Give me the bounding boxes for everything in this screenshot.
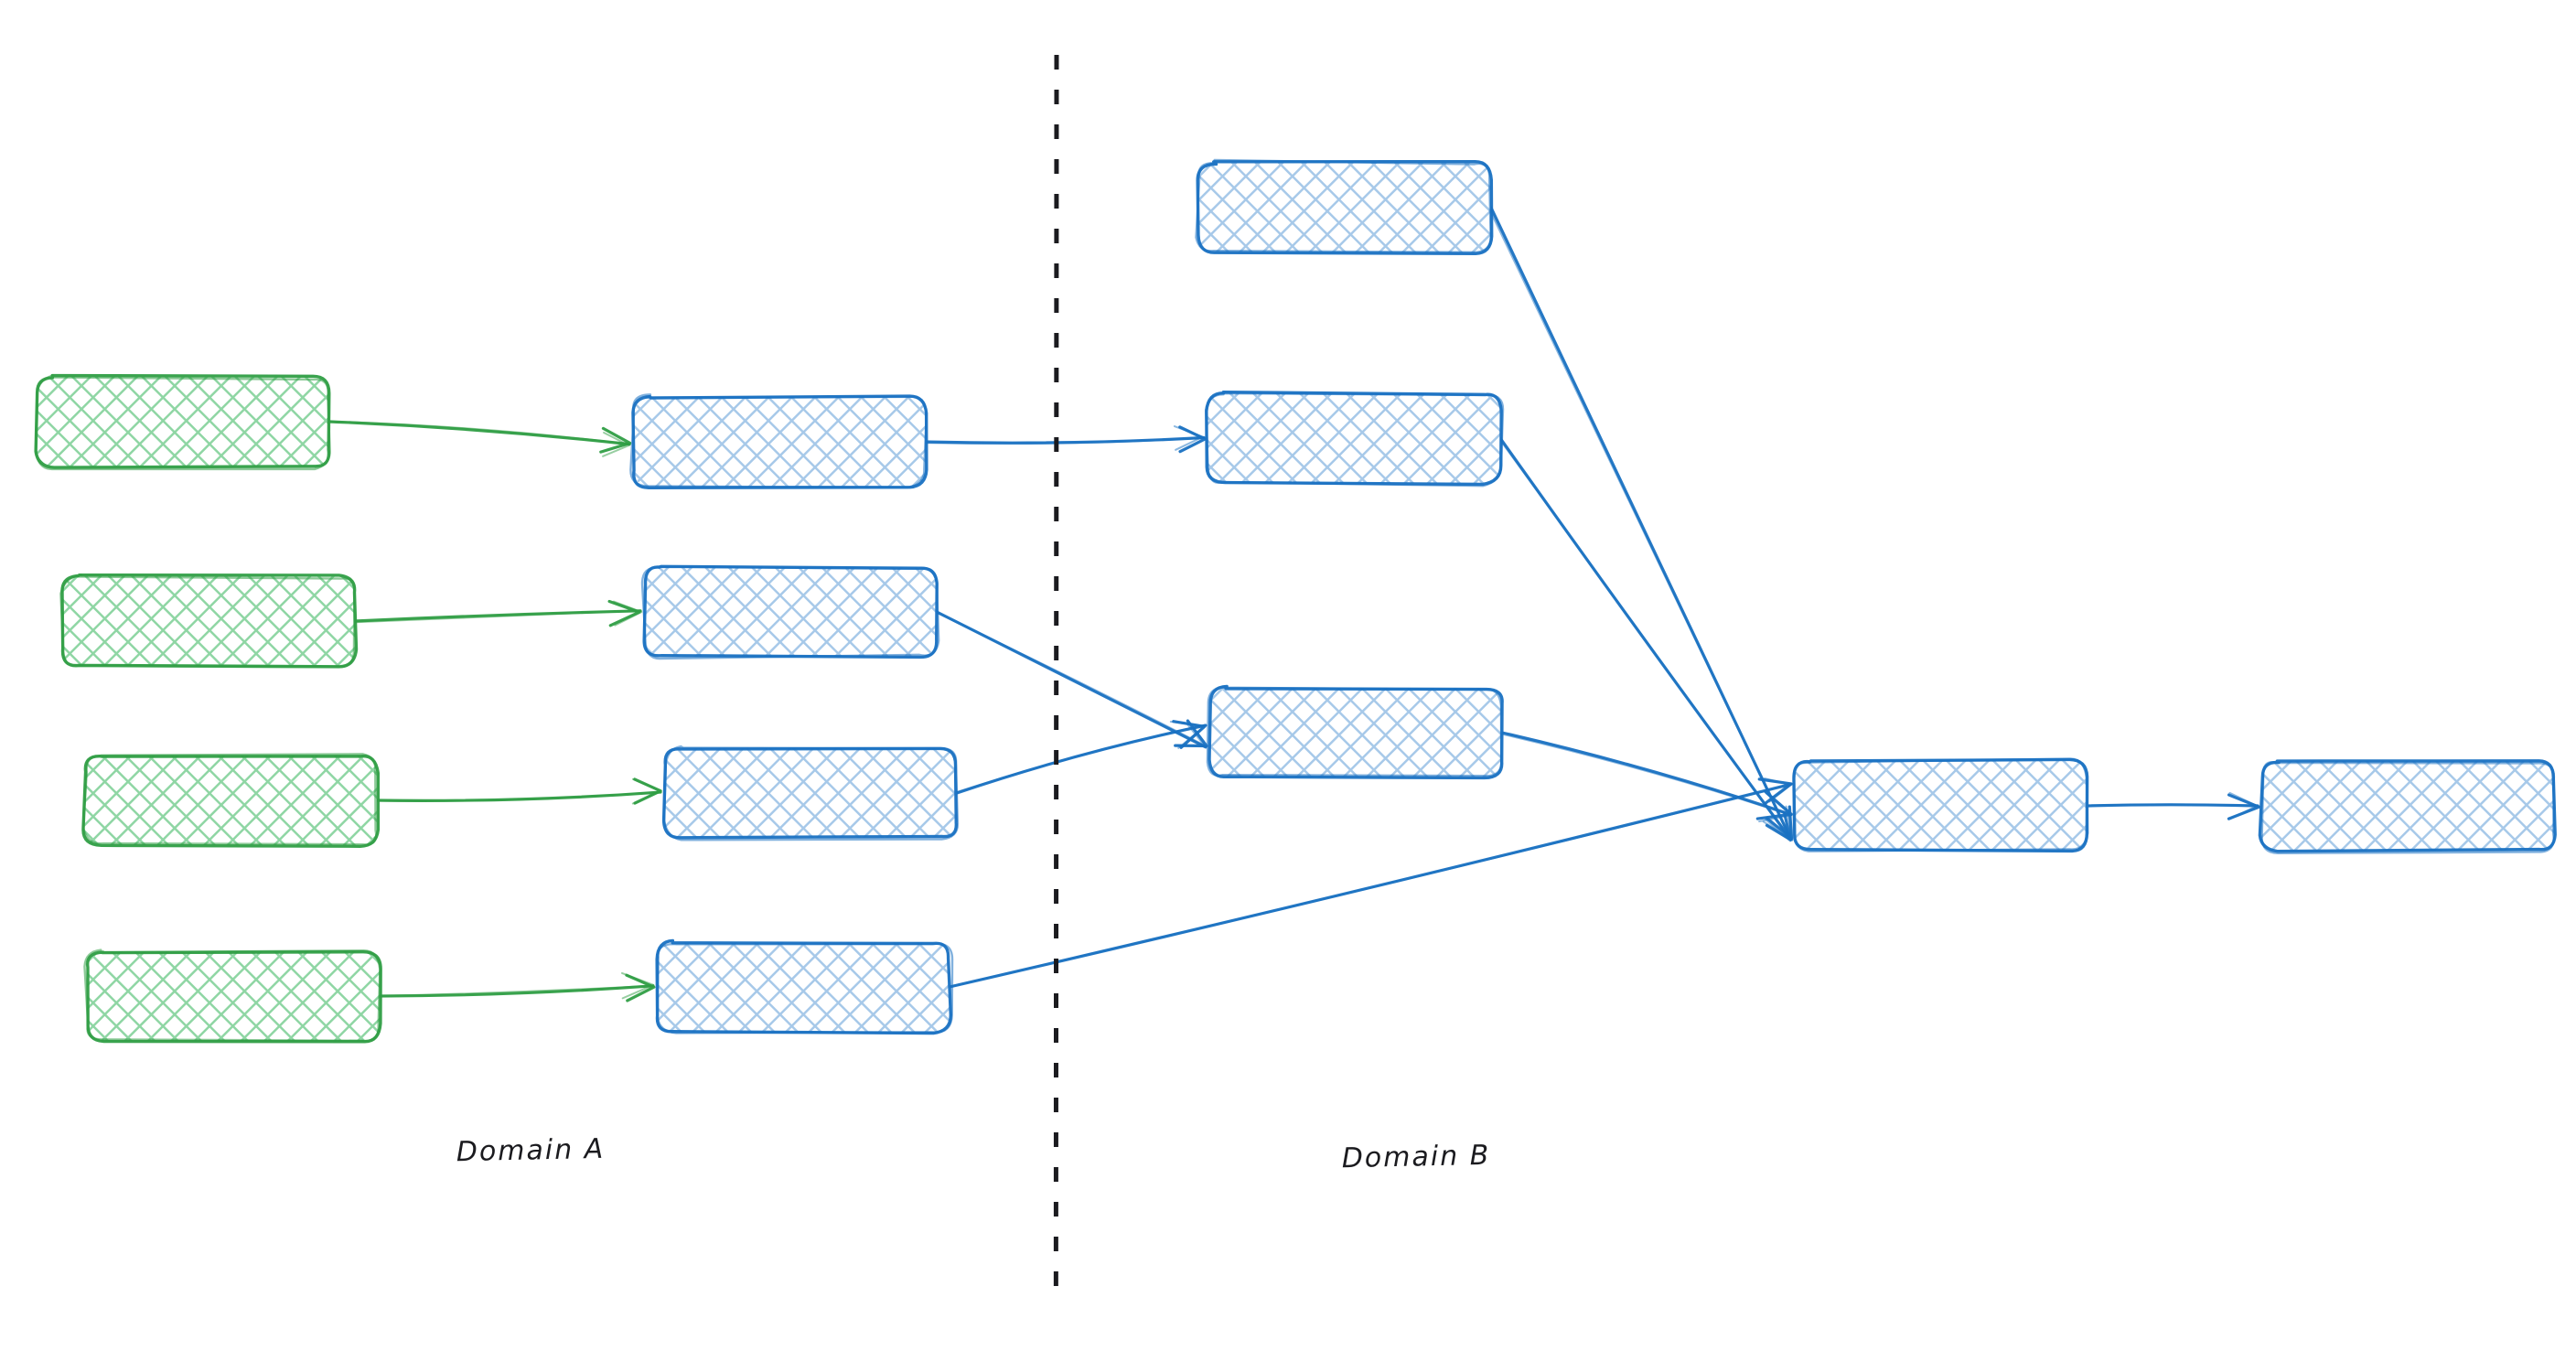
domain-label-b: Domain B	[1341, 1139, 1491, 1175]
edge-source1-to-process1[interactable]	[327, 420, 632, 457]
edge-source4-to-process4[interactable]	[378, 971, 656, 1002]
edge-source2-to-process2[interactable]	[351, 599, 643, 627]
edge-process3-to-blower[interactable]	[955, 720, 1208, 795]
domain-b-hub-node[interactable]	[1792, 757, 2089, 853]
domain-a-process-1[interactable]	[629, 393, 928, 489]
edge-process2-to-blower[interactable]	[935, 610, 1208, 749]
domain-a-process-3[interactable]	[661, 745, 960, 841]
domain-b-node-top[interactable]	[1195, 158, 1494, 256]
domain-label-a: Domain A	[456, 1132, 606, 1169]
domain-divider	[1053, 54, 1059, 1300]
domain-a-process-2[interactable]	[640, 564, 940, 660]
edge-process1-to-bmiddle[interactable]	[924, 425, 1207, 454]
domain-a-process-4[interactable]	[655, 938, 954, 1035]
edge-layer	[327, 206, 2261, 1002]
edge-process4-to-bhub[interactable]	[948, 777, 1793, 989]
edge-blower-to-bhub[interactable]	[1500, 731, 1793, 823]
edge-bhub-to-boutput[interactable]	[2086, 791, 2261, 820]
domain-a-source-2[interactable]	[59, 573, 359, 669]
node-layer	[34, 158, 2557, 1044]
domain-b-node-middle[interactable]	[1205, 390, 1505, 488]
edge-source3-to-process3[interactable]	[375, 777, 662, 805]
edge-btop-to-bhub[interactable]	[1488, 206, 1794, 842]
edge-bmiddle-to-bhub[interactable]	[1498, 436, 1794, 841]
domain-b-output-node[interactable]	[2258, 759, 2557, 855]
domain-a-source-4[interactable]	[83, 949, 382, 1044]
domain-b-node-lower[interactable]	[1206, 684, 1504, 780]
domain-a-source-1[interactable]	[34, 373, 331, 471]
domain-a-source-3[interactable]	[81, 753, 381, 848]
divider-layer	[1053, 54, 1059, 1300]
